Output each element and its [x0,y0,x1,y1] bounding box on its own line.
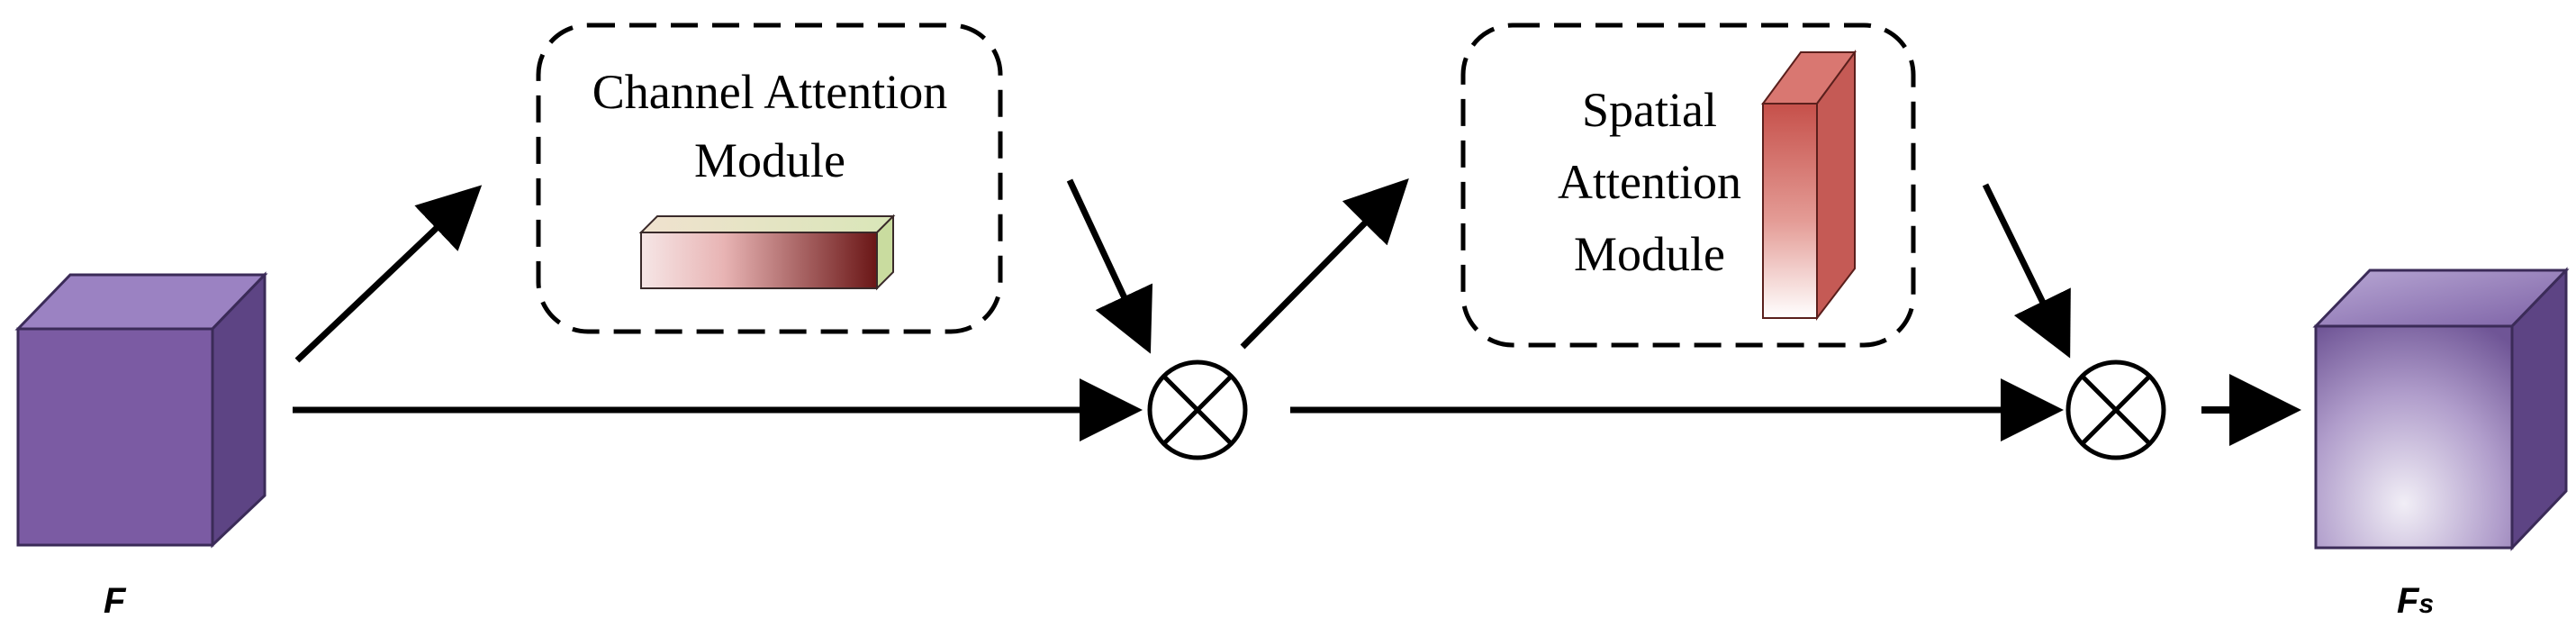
multiply-operator-1 [1147,359,1248,460]
output-label: Fs [2397,581,2434,621]
input-label: F [104,581,127,621]
spatial-attention-map [1761,49,1857,321]
spatial-module-title-line2: Attention [1558,155,1741,209]
arrow-spatial-module-to-multiply-2 [1982,183,2071,359]
input-feature-cube [14,271,268,549]
arrow-multiply-1-to-spatial-module [1240,178,1409,350]
channel-attention-map [638,214,896,291]
channel-attention-module: Channel Attention Module [536,23,1003,334]
output-feature-cube [2312,267,2570,551]
arrow-channel-module-to-multiply-1 [1066,178,1153,354]
spatial-module-title-line1: Spatial [1582,83,1717,137]
channel-module-title-line2: Module [694,133,845,187]
spatial-module-title-line3: Module [1574,227,1725,281]
spatial-attention-module: Spatial Attention Module [1460,23,1916,348]
channel-module-title-line1: Channel Attention [592,65,947,119]
multiply-operator-2 [2065,359,2166,460]
arrow-input-to-channel-module [294,185,483,363]
output-label-main: F [2397,581,2420,621]
output-label-subscript: s [2418,589,2434,619]
